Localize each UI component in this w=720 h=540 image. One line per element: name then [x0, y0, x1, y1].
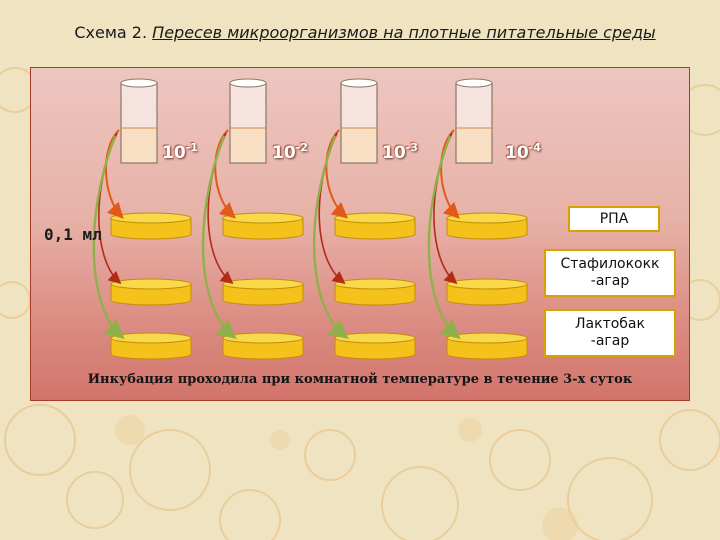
tube-rim-2: [230, 79, 266, 87]
medium-box-lacto: Лактобак -агар: [544, 309, 676, 357]
plate-top-r1-c3: [335, 213, 415, 223]
arrow-to-rpa-4: [441, 130, 457, 216]
medium-rpa-line-1: РПА: [570, 211, 658, 228]
plate-top-r3-c1: [111, 333, 191, 343]
medium-box-rpa: РПА: [568, 206, 660, 232]
plate-top-r2-c2: [223, 279, 303, 289]
plate-top-r2-c1: [111, 279, 191, 289]
plate-top-r2-c4: [447, 279, 527, 289]
dilution-label-1: 10-1: [162, 141, 198, 163]
plate-top-r2-c3: [335, 279, 415, 289]
scheme-title: Пересев микроорганизмов на плотные питат…: [152, 23, 656, 42]
tube-rim-3: [341, 79, 377, 87]
plate-top-r1-c4: [447, 213, 527, 223]
medium-staph-line-2: -агар: [546, 273, 674, 290]
incubation-note: Инкубация проходила при комнатной темпер…: [31, 372, 689, 387]
plate-top-r3-c3: [335, 333, 415, 343]
medium-lacto-line-2: -агар: [546, 333, 674, 350]
dilution-label-4: 10-4: [505, 141, 541, 163]
tube-rim-4: [456, 79, 492, 87]
test-tube-3: [341, 83, 377, 163]
medium-lacto-line-1: Лактобак: [546, 316, 674, 333]
plate-top-r3-c2: [223, 333, 303, 343]
volume-label: 0,1 мл: [44, 225, 102, 244]
plate-top-r1-c2: [223, 213, 303, 223]
arrow-to-staph-2: [208, 133, 231, 282]
test-tube-4: [456, 83, 492, 163]
diagram-panel: 10-1 10-2 10-3 10-4 0,1 мл РПА Стафилоко…: [30, 67, 690, 401]
test-tube-1: [121, 83, 157, 163]
dilution-label-2: 10-2: [272, 141, 308, 163]
slide-title: Схема 2. Пересев микроорганизмов на плот…: [30, 22, 700, 44]
arrow-to-staph-3: [319, 133, 343, 282]
test-tube-2: [230, 83, 266, 163]
scheme-label: Схема 2.: [74, 23, 147, 42]
medium-staph-line-1: Стафилококк: [546, 256, 674, 273]
plate-top-r1-c1: [111, 213, 191, 223]
tube-rim-1: [121, 79, 157, 87]
dilution-label-3: 10-3: [382, 141, 418, 163]
medium-box-staph: Стафилококк -агар: [544, 249, 676, 297]
plate-top-r3-c4: [447, 333, 527, 343]
